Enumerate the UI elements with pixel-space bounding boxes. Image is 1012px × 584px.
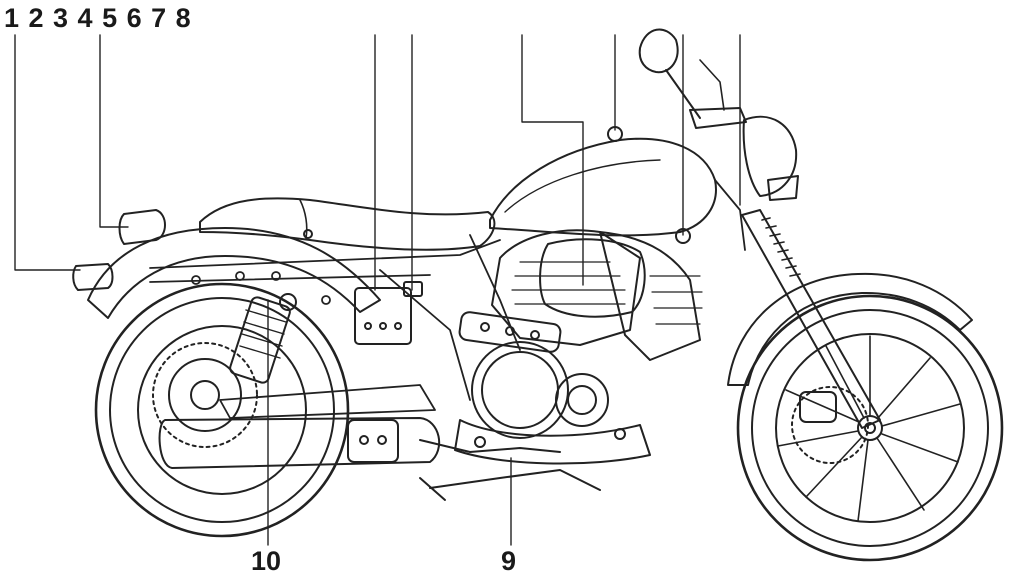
sidestand [429,469,601,491]
rear-wheel [94,282,350,538]
callout-number-10: 10 [251,546,282,576]
front-fender [727,272,973,386]
rear-fender [87,227,381,319]
handlebar [638,28,747,129]
leader-5 [521,34,584,286]
seat [199,197,496,251]
rear-shock [229,293,297,384]
side-cover [354,281,423,345]
front-forks [741,209,881,429]
callout-number-9: 9 [501,546,517,576]
callout-numbers-top: 1 2 3 4 5 6 7 8 [4,3,192,33]
engine [454,229,703,465]
leader-lines [14,34,741,546]
leader-1 [14,34,81,271]
headlight [742,115,799,201]
tail-light [72,209,166,291]
fuel-tank [489,137,717,237]
leader-2 [99,34,129,228]
front-wheel [736,294,1004,562]
exhaust [158,417,561,469]
tank-cap [607,126,623,142]
